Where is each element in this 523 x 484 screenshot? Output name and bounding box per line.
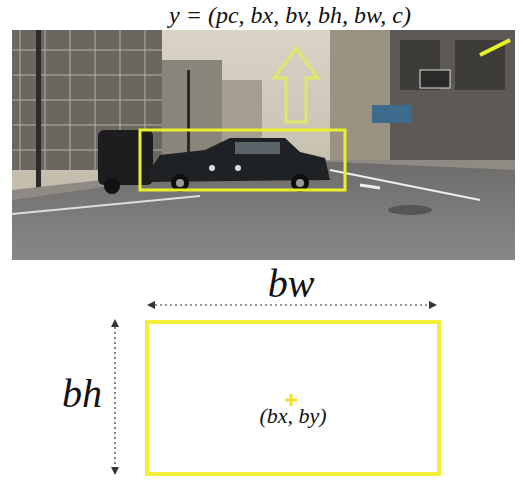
dimension-label: bh [62,372,102,416]
center-coordinate-label: (bx, by) [149,404,437,428]
bounding-box: (bx, by) [145,320,441,476]
dimension-label: bw [268,262,315,306]
output-vector-formula: y = (pc, bx, bv, bh, bw, c) [169,2,411,28]
